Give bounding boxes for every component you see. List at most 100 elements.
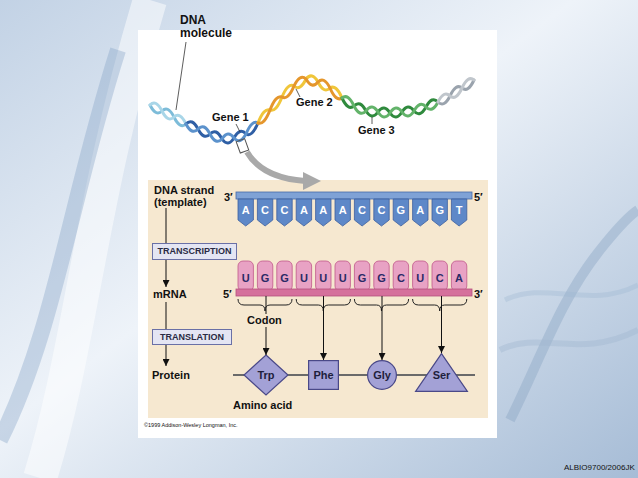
codon-brace	[354, 299, 408, 311]
mrna-strand: UGGUUUGGCUCA	[236, 261, 472, 296]
nucleotide-base	[238, 261, 253, 291]
nucleotide-base	[238, 199, 253, 226]
sugar-phosphate-backbone	[236, 289, 472, 296]
nucleotide-base	[257, 261, 272, 291]
nucleotide-letter: U	[413, 272, 428, 285]
process-box: TRANSLATION	[152, 329, 232, 345]
background-swirl	[505, 285, 638, 300]
amino-acid-circle: Gly	[367, 360, 397, 390]
flow-line	[166, 208, 167, 243]
dna-strand: ACCAAACCGAGT	[236, 192, 472, 227]
nucleotide-base	[296, 199, 311, 226]
amino-acid-diamond: Trp	[244, 355, 288, 395]
amino-acid-name: Ser	[415, 369, 468, 382]
nucleotide-letter: U	[238, 272, 253, 285]
amino-acid-triangle: Ser	[415, 353, 468, 392]
nucleotide-letter: U	[335, 272, 350, 285]
leader-line	[372, 117, 373, 124]
translation-arrow	[323, 296, 324, 360]
nucleotide-base	[393, 261, 408, 291]
amino-acid-name: Trp	[244, 369, 288, 382]
nucleotide-base	[277, 261, 292, 291]
part-label: Amino acid	[233, 399, 292, 412]
leader-line	[296, 89, 300, 97]
beige-panel	[148, 180, 488, 418]
nucleotide-base	[335, 261, 350, 291]
helix-strand	[258, 76, 342, 123]
background-swirl	[500, 330, 638, 350]
nucleotide-letter: A	[413, 204, 428, 217]
nucleotide-base	[277, 199, 292, 226]
nucleotide-letter: C	[257, 204, 272, 217]
codon-brace	[296, 299, 350, 311]
nucleotide-base	[413, 261, 428, 291]
helix-strand	[186, 122, 258, 141]
flow-line	[166, 302, 167, 329]
end-label: 5′	[474, 191, 483, 204]
sugar-phosphate-backbone	[236, 192, 472, 199]
background-swirl	[510, 210, 638, 420]
zoom-arrow-head	[303, 172, 321, 190]
nucleotide-letter: C	[354, 204, 369, 217]
amino-acid-square: Phe	[308, 360, 339, 390]
nucleotide-letter: C	[432, 272, 447, 285]
background-swirl	[40, 0, 150, 478]
nucleotide-base	[335, 199, 350, 226]
nucleotide-base	[393, 199, 408, 226]
background-swirl	[0, 50, 118, 440]
helix-strand	[438, 79, 474, 102]
flow-arrow	[166, 260, 167, 287]
nucleotide-letter: G	[277, 272, 292, 285]
amino-acid-name: Gly	[367, 369, 397, 382]
leader-line	[176, 42, 186, 110]
nucleotide-letter: U	[296, 272, 311, 285]
codon-label: Codon	[247, 314, 282, 327]
zoom-arrow	[247, 152, 305, 181]
circle-outline	[368, 361, 397, 390]
nucleotide-letter: C	[277, 204, 292, 217]
nucleotide-base	[354, 199, 369, 226]
nucleotide-base	[316, 199, 331, 226]
process-box: TRANSCRIPTION	[152, 243, 237, 260]
end-label: 3′	[224, 191, 233, 204]
strand-label: DNA strand (template)	[154, 184, 220, 208]
end-label: 3′	[474, 288, 483, 301]
nucleotide-letter: G	[257, 272, 272, 285]
nucleotide-letter: G	[374, 272, 389, 285]
square-outline	[309, 361, 339, 390]
helix-strand	[258, 77, 342, 123]
end-label: 5′	[223, 288, 232, 301]
nucleotide-base	[374, 199, 389, 226]
helix-strand	[186, 122, 258, 143]
codon-braces	[238, 299, 467, 311]
process-label: TRANSLATION	[152, 329, 232, 345]
white-panel	[138, 30, 497, 438]
translation-arrow	[382, 296, 383, 360]
helix-strand	[342, 97, 438, 117]
nucleotide-base	[257, 199, 272, 226]
triangle-outline	[416, 354, 468, 392]
box-outline	[153, 244, 237, 260]
part-label: DNA molecule	[180, 14, 240, 40]
nucleotide-letter: A	[451, 272, 466, 285]
nucleotide-base	[432, 261, 447, 291]
gene-label: Gene 2	[296, 96, 333, 109]
watermark: ALBIO9700/2006JK	[564, 463, 635, 472]
nucleotide-letter: A	[316, 204, 331, 217]
stage-label: Protein	[152, 369, 190, 382]
nucleotide-base	[451, 261, 466, 291]
helix-strand	[438, 80, 474, 104]
nucleotide-base	[296, 261, 311, 291]
gene-label: Gene 1	[212, 111, 249, 124]
strand-label: mRNA	[153, 288, 187, 301]
gene-marker-box	[236, 139, 249, 153]
dna-helix	[150, 76, 474, 143]
copyright-note: ©1999 Addison-Wesley Longman, Inc.	[144, 422, 238, 428]
nucleotide-base	[413, 199, 428, 226]
box-outline	[153, 330, 232, 345]
nucleotide-letter: A	[335, 204, 350, 217]
